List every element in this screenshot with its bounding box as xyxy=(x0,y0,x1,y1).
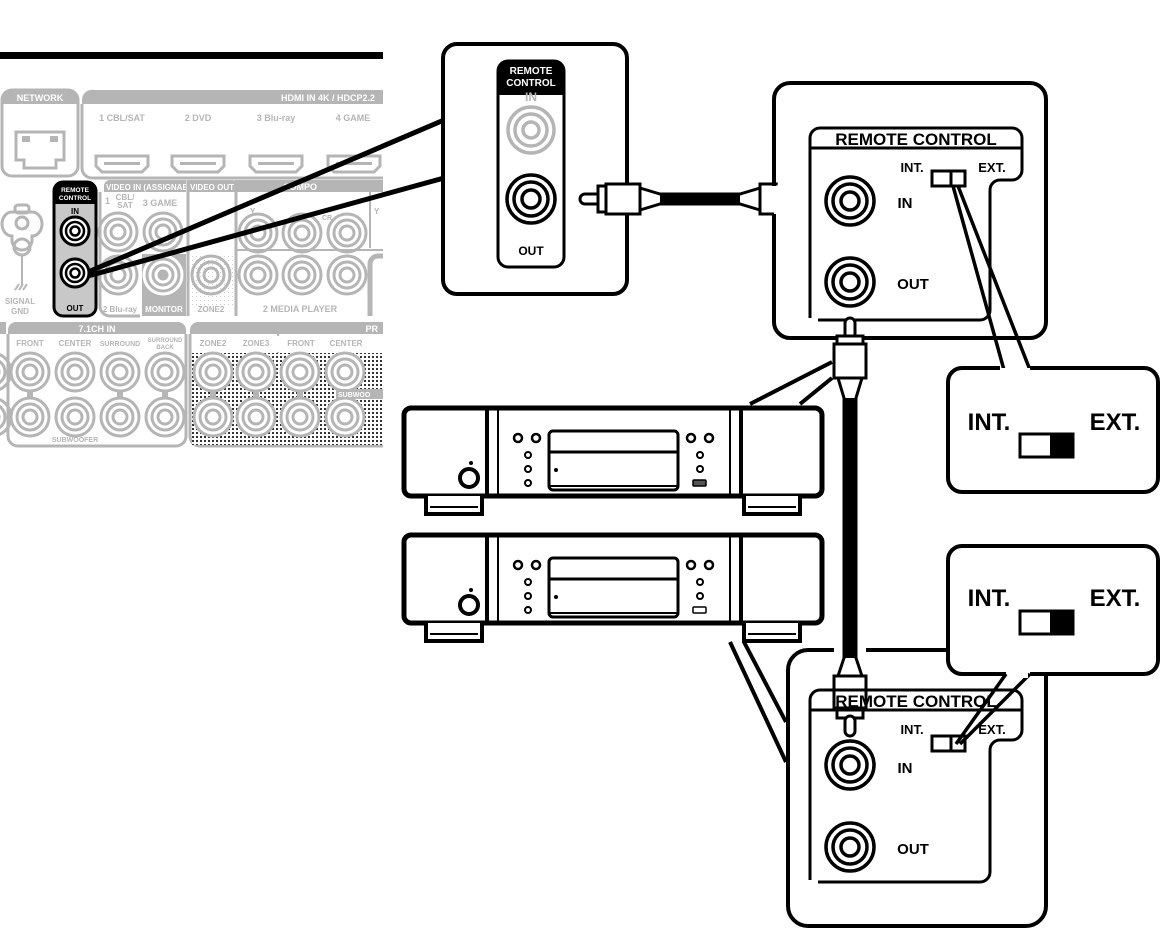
receiver-remote-callout: REMOTE CONTROL IN OUT xyxy=(441,42,629,296)
preout-section: PR ZONE2 ZONE3 FRONT CENTER SUBWOO xyxy=(188,322,383,448)
callout-in-jack-faded xyxy=(506,105,556,155)
top-device-out-jack xyxy=(824,256,876,308)
svg-text:FRONT: FRONT xyxy=(287,339,315,348)
top-device-in-jack xyxy=(824,175,876,227)
top-device-remote-panel: REMOTE CONTROL INT. EXT. IN OUT xyxy=(772,81,1048,340)
svg-text:IN: IN xyxy=(71,207,79,216)
svg-text:ZONE2: ZONE2 xyxy=(200,339,227,348)
svg-text:SURROUND: SURROUND xyxy=(100,341,140,348)
multichannel-input-section: 7.1CH IN FRONT CENTER SURROUND SURROUND … xyxy=(0,322,188,448)
cd-player-top xyxy=(401,405,825,516)
svg-text:CONTROL: CONTROL xyxy=(59,195,91,202)
svg-text:ZONE2: ZONE2 xyxy=(198,305,225,314)
svg-text:REMOTE: REMOTE xyxy=(61,187,89,194)
svg-text:ZONE3: ZONE3 xyxy=(243,339,270,348)
switch-callout-bottom: INT. EXT. xyxy=(946,544,1160,746)
switch-callout-top: INT. EXT. xyxy=(946,366,1160,494)
callout-leader-receiver xyxy=(87,117,445,279)
svg-text:EXT.: EXT. xyxy=(1090,585,1141,612)
video-section: VIDEO IN (ASSIGNABLE) VIDEO OUT COMPO 1 … xyxy=(97,180,383,318)
receiver-remote-out-jack xyxy=(59,257,91,289)
svg-text:REMOTE CONTROL: REMOTE CONTROL xyxy=(835,692,997,711)
svg-text:PR: PR xyxy=(365,324,378,334)
svg-text:IN: IN xyxy=(898,760,913,777)
svg-text:IN: IN xyxy=(898,195,913,212)
cd-player-bottom xyxy=(401,532,825,643)
svg-text:3 Blu-ray: 3 Blu-ray xyxy=(257,113,296,123)
power-button-icon xyxy=(458,594,480,616)
svg-text:1: 1 xyxy=(105,196,110,206)
bottom-device-in-jack xyxy=(824,739,876,791)
rca-cable-vertical xyxy=(832,316,868,738)
svg-text:GND: GND xyxy=(11,307,29,316)
svg-text:4 GAME: 4 GAME xyxy=(336,113,371,123)
hdmi-inputs: HDMI IN 4K / HDCP2.2 1 CBL/SAT 2 DVD 3 B… xyxy=(80,89,383,180)
svg-text:2 MEDIA PLAYER: 2 MEDIA PLAYER xyxy=(263,304,338,314)
svg-text:3 GAME: 3 GAME xyxy=(143,198,178,208)
svg-text:CBL/: CBL/ xyxy=(116,193,135,202)
device-leaders xyxy=(728,360,834,763)
svg-text:INT.: INT. xyxy=(900,722,923,737)
receiver-rear-panel: NETWORK HDMI IN 4K / HDCP2.2 1 CBL/SAT 2… xyxy=(0,52,383,448)
switch-leader-top xyxy=(951,185,1032,371)
svg-text:1 CBL/SAT: 1 CBL/SAT xyxy=(99,113,145,123)
svg-text:CR: CR xyxy=(322,215,332,222)
svg-text:VIDEO OUT: VIDEO OUT xyxy=(190,183,234,192)
hdmi-port-icon xyxy=(94,154,150,174)
svg-text:REMOTE CONTROL: REMOTE CONTROL xyxy=(835,130,997,149)
svg-text:MONITOR: MONITOR xyxy=(145,305,183,314)
svg-text:SURROUND: SURROUND xyxy=(148,338,183,344)
bottom-device-remote-panel: REMOTE CONTROL INT. EXT. IN OUT xyxy=(786,648,1048,928)
svg-text:CONTROL: CONTROL xyxy=(506,78,555,89)
int-ext-switch-bottom[interactable] xyxy=(930,734,967,753)
svg-text:SUBWOOFER: SUBWOOFER xyxy=(52,437,98,444)
svg-text:SAT: SAT xyxy=(117,201,133,210)
power-button-icon xyxy=(458,467,480,489)
switch-bottom-enlarged[interactable] xyxy=(1018,609,1075,636)
svg-text:BACK: BACK xyxy=(156,345,174,351)
signal-gnd-terminal: SIGNAL GND xyxy=(0,203,44,316)
svg-text:EXT.: EXT. xyxy=(978,160,1005,175)
network-port: NETWORK xyxy=(0,88,80,178)
receiver-remote-control-jacks: REMOTE CONTROL IN OUT xyxy=(52,180,98,318)
switch-top-enlarged[interactable] xyxy=(1018,432,1075,459)
receiver-remote-in-jack xyxy=(59,215,91,247)
panel-top-edge xyxy=(0,52,383,59)
svg-text:IN: IN xyxy=(525,90,537,104)
svg-text:SIGNAL: SIGNAL xyxy=(5,297,35,306)
svg-text:NETWORK: NETWORK xyxy=(17,93,64,103)
svg-text:EXT.: EXT. xyxy=(978,722,1005,737)
svg-text:INT.: INT. xyxy=(968,409,1011,436)
callout-out-jack xyxy=(505,173,557,225)
svg-text:INT.: INT. xyxy=(968,585,1011,612)
svg-text:INT.: INT. xyxy=(900,160,923,175)
svg-text:OUT: OUT xyxy=(518,244,544,258)
svg-text:CENTER: CENTER xyxy=(330,339,363,348)
svg-text:2 DVD: 2 DVD xyxy=(185,113,212,123)
svg-text:7.1CH IN: 7.1CH IN xyxy=(78,324,115,334)
svg-text:SUBWOO: SUBWOO xyxy=(338,392,371,399)
svg-text:COMPO: COMPO xyxy=(283,182,317,192)
svg-text:VIDEO IN (ASSIGNABLE): VIDEO IN (ASSIGNABLE) xyxy=(106,183,201,192)
svg-text:FRONT: FRONT xyxy=(16,339,44,348)
svg-text:OUT: OUT xyxy=(897,841,929,858)
svg-text:CENTER: CENTER xyxy=(59,339,92,348)
svg-text:2 Blu-ray: 2 Blu-ray xyxy=(103,305,138,314)
ground-icon xyxy=(14,283,28,291)
ethernet-icon xyxy=(14,130,66,170)
int-ext-switch[interactable] xyxy=(930,169,967,188)
svg-text:EXT.: EXT. xyxy=(1090,409,1141,436)
svg-text:Y: Y xyxy=(250,207,256,216)
svg-text:Y: Y xyxy=(374,207,380,216)
svg-text:HDMI IN 4K / HDCP2.2: HDMI IN 4K / HDCP2.2 xyxy=(281,93,375,103)
svg-text:OUT: OUT xyxy=(67,304,84,313)
bottom-device-out-jack xyxy=(824,821,876,873)
svg-text:REMOTE: REMOTE xyxy=(510,66,553,77)
svg-text:OUT: OUT xyxy=(897,276,929,293)
